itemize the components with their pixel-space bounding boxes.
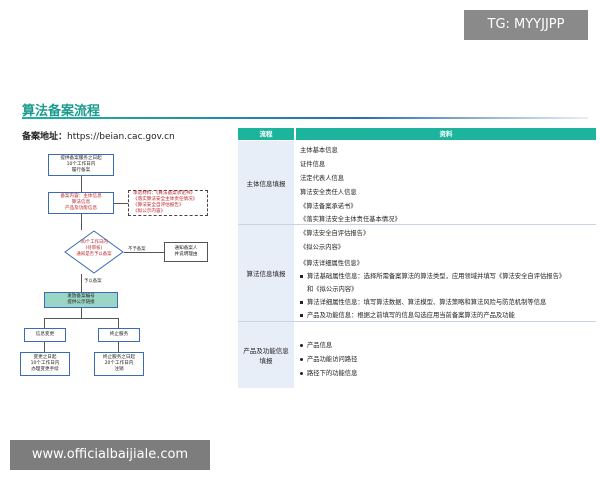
bullet-icon — [300, 357, 303, 361]
table-row: 产品及功能信息：根据之前填写的信息勾选应用当前备案算法的产品及功能 — [300, 310, 515, 319]
table-category: 算法信息填报 — [238, 225, 294, 321]
table-category: 主体信息填报 — [238, 141, 294, 224]
bullet-icon — [300, 313, 303, 317]
flow-arrow — [124, 252, 164, 253]
flow-notify: 通知备案人 并说明理由 — [164, 242, 208, 262]
bullet-icon — [300, 371, 303, 375]
flow-arrow — [81, 308, 82, 318]
bullet-icon — [300, 343, 303, 347]
table-category: 产品及功能信息填报 — [238, 322, 294, 388]
table-header-process: 流程 — [238, 128, 294, 140]
flow-stop-detail-text: 终止服务之日起 20个工作日内 注销 — [102, 355, 136, 372]
flow-decision — [64, 230, 124, 274]
flow-approved-label: 予以备案 — [84, 279, 102, 284]
flow-stop-text: 终止服务 — [109, 332, 129, 337]
table-row: 证件信息 — [300, 161, 326, 168]
flow-arrow — [114, 203, 128, 204]
table-row: 《拟公示内容》 — [300, 244, 345, 251]
flow-arrow — [81, 274, 82, 292]
flow-not-approved-label: 不予备案 — [128, 247, 146, 252]
watermark-top: TG: MYYJJPP — [464, 10, 588, 40]
table-row: 算法详细属性信息：填写算法数据、算法模型、算法策略和算法风险与防范机制等信息 — [300, 297, 546, 306]
table-row: 产品功能访问路径 — [300, 354, 357, 363]
bullet-icon — [300, 274, 303, 278]
table-divider — [238, 321, 596, 322]
table-divider — [238, 224, 596, 225]
table-row: 《算法详细属性信息》 — [300, 260, 363, 267]
table-row: 主体基本信息 — [300, 147, 338, 154]
table-row: 和《拟公示内容》 — [307, 286, 358, 293]
flow-arrow — [44, 342, 45, 352]
table-row: 法定代表人信息 — [300, 175, 345, 182]
bullet-icon — [300, 300, 303, 304]
flow-step-start-text: 提供备案服务之日起 10个工作日内 履行备案 — [60, 156, 102, 173]
flow-change-detail: 变更之日起 10个工作日内 办理变更手续 — [20, 352, 70, 376]
flow-arrow — [44, 318, 45, 328]
flow-step-start: 提供备案服务之日起 10个工作日内 履行备案 — [48, 154, 114, 176]
table-row: 算法安全责任人信息 — [300, 189, 357, 196]
flow-arrow — [81, 176, 82, 192]
flow-step-issue: 发放备案编号 提供公示链接 — [44, 292, 118, 308]
flow-stop-detail: 终止服务之日起 20个工作日内 注销 — [94, 352, 144, 376]
flow-arrow — [118, 342, 119, 352]
table-row: 产品信息 — [300, 340, 332, 349]
table-row: 路径下的功能信息 — [300, 368, 357, 377]
flow-note-text: 承诺材料：《算法备案承诺书》 《落实算法安全主体责任情况》 《算法安全自评估报告… — [133, 191, 198, 214]
flow-step-content-text: 备案内容：主体信息 算法信息 产品及功能信息 — [60, 194, 102, 211]
address-link[interactable]: https://beian.cac.gov.cn — [67, 132, 175, 142]
flow-change-detail-text: 变更之日起 10个工作日内 办理变更手续 — [30, 355, 60, 372]
flow-stop: 终止服务 — [98, 328, 140, 342]
flow-arrow — [81, 214, 82, 230]
flow-notify-text: 通知备案人 并说明理由 — [174, 246, 198, 257]
flow-arrow — [118, 318, 119, 328]
table-row: 《落实算法安全主体责任基本情况》 — [300, 216, 401, 223]
title-divider — [22, 117, 588, 119]
table-header-materials: 资料 — [296, 128, 596, 140]
address-label: 备案地址： — [22, 132, 68, 142]
flow-step-issue-text: 发放备案编号 提供公示链接 — [67, 294, 95, 305]
table-row: 《算法备案承诺书》 — [300, 203, 357, 210]
table-row: 《算法安全自评估报告》 — [300, 230, 370, 237]
address-line: 备案地址：https://beian.cac.gov.cn — [22, 129, 175, 142]
flow-step-content: 备案内容：主体信息 算法信息 产品及功能信息 — [48, 192, 114, 214]
page-title: 算法备案流程 — [22, 104, 101, 119]
flow-decision-text: 30个工作日内 (待审核) 通知是否予以备案 — [76, 240, 112, 257]
flow-note: 承诺材料：《算法备案承诺书》 《落实算法安全主体责任情况》 《算法安全自评估报告… — [128, 190, 208, 216]
flow-arrow — [44, 318, 118, 319]
flow-change: 信息变更 — [24, 328, 66, 342]
table-row: 算法基础属性信息：选择所需备案算法的算法类型，应用领域并填写《算法安全自评估报告… — [300, 271, 565, 280]
flow-change-text: 信息变更 — [35, 332, 55, 337]
flow-chart: 提供备案服务之日起 10个工作日内 履行备案 备案内容：主体信息 算法信息 产品… — [14, 148, 226, 388]
watermark-bottom: www.officialbaijiale.com — [10, 440, 210, 470]
